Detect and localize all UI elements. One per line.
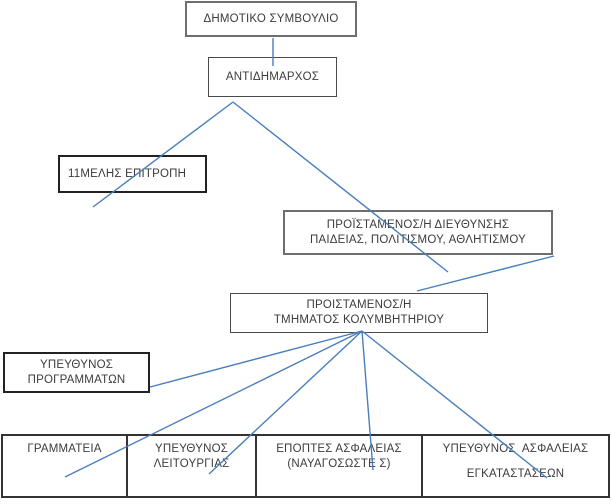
connector-directorate-to-pool-department <box>416 255 555 292</box>
node-facility-safety-manager: ΥΠΕΥΘΥΝΟΣ ΑΣΦΑΛΕΙΑΣ ΕΓΚΑΤΑΣΤΑΣΕΩΝ <box>423 434 610 498</box>
node-head-of-pool-department: ΠΡΟΙΣΤΑΜΕΝΟΣ/Η ΤΜΗΜΑΤΟΣ ΚΟΛΥΜΒΗΤΗΡΙΟΥ <box>230 293 488 333</box>
node-label-line: ΤΜΗΜΑΤΟΣ ΚΟΛΥΜΒΗΤΗΡΙΟΥ <box>273 314 445 326</box>
node-label-line: ΥΠΕΥΘΥΝΟΣ ΑΣΦΑΛΕΙΑΣ <box>442 443 589 455</box>
node-safety-supervisors-lifeguards: ΕΠΟΠΤΕΣ ΑΣΦΑΛΕΙΑΣ (ΝΑΥΑΓΟΣΩΣΤΕ Σ) <box>257 434 423 498</box>
node-label-line: ΥΠΕΥΘΥΝΟΣ <box>154 443 229 455</box>
node-label: ΑΝΤΙΔΗΜΑΡΧΟΣ <box>225 70 320 83</box>
node-secretariat: ΓΡΑΜΜΑΤΕΙΑ <box>1 434 128 498</box>
node-label: 11ΜΕΛΗΣ ΕΠΙΤΡΟΠΗ <box>68 167 187 180</box>
node-label-line: ΠΑΙΔΕΙΑΣ, ΠΟΛΙΤΙΣΜΟΥ, ΑΘΛΗΤΙΣΜΟΥ <box>310 233 526 246</box>
node-label-line: ΛΕΙΤΟΥΡΓΙΑΣ <box>153 458 230 470</box>
node-label-line: ΥΠΕΥΘΥΝΟΣ <box>39 358 114 371</box>
node-head-of-directorate: ΠΡΟΪΣΤΑΜΕΝΟΣ/Η ΔΙΕΥΘΥΝΣΗΣ ΠΑΙΔΕΙΑΣ, ΠΟΛΙ… <box>283 210 553 255</box>
node-label-line: ΠΡΟΙΣΤΑΜΕΝΟΣ/Η <box>306 299 412 311</box>
connector-pool-to-programs-manager <box>149 330 363 388</box>
node-label-line: ΠΡΟΪΣΤΑΜΕΝΟΣ/Η ΔΙΕΥΘΥΝΣΗΣ <box>326 218 510 231</box>
node-label-line: ΕΠΟΠΤΕΣ ΑΣΦΑΛΕΙΑΣ <box>276 443 402 455</box>
node-programs-manager: ΥΠΕΥΘΥΝΟΣ ΠΡΟΓΡΑΜΜΑΤΩΝ <box>3 352 150 393</box>
node-label: ΔΗΜΟΤΙΚΟ ΣΥΜΒΟΥΛΙΟ <box>203 12 339 25</box>
node-label: ΓΡΑΜΜΑΤΕΙΑ <box>27 443 102 455</box>
node-municipal-council: ΔΗΜΟΤΙΚΟ ΣΥΜΒΟΥΛΙΟ <box>185 1 357 37</box>
node-11-member-committee: 11ΜΕΛΗΣ ΕΠΙΤΡΟΠΗ <box>58 155 207 193</box>
node-label-line: ΕΓΚΑΤΑΣΤΑΣΕΩΝ <box>466 468 565 480</box>
node-operations-manager: ΥΠΕΥΘΥΝΟΣ ΛΕΙΤΟΥΡΓΙΑΣ <box>128 434 257 498</box>
node-label-line: ΠΡΟΓΡΑΜΜΑΤΩΝ <box>27 373 126 386</box>
node-deputy-mayor: ΑΝΤΙΔΗΜΑΡΧΟΣ <box>208 57 337 97</box>
node-label-line: (ΝΑΥΑΓΟΣΩΣΤΕ Σ) <box>287 458 391 470</box>
